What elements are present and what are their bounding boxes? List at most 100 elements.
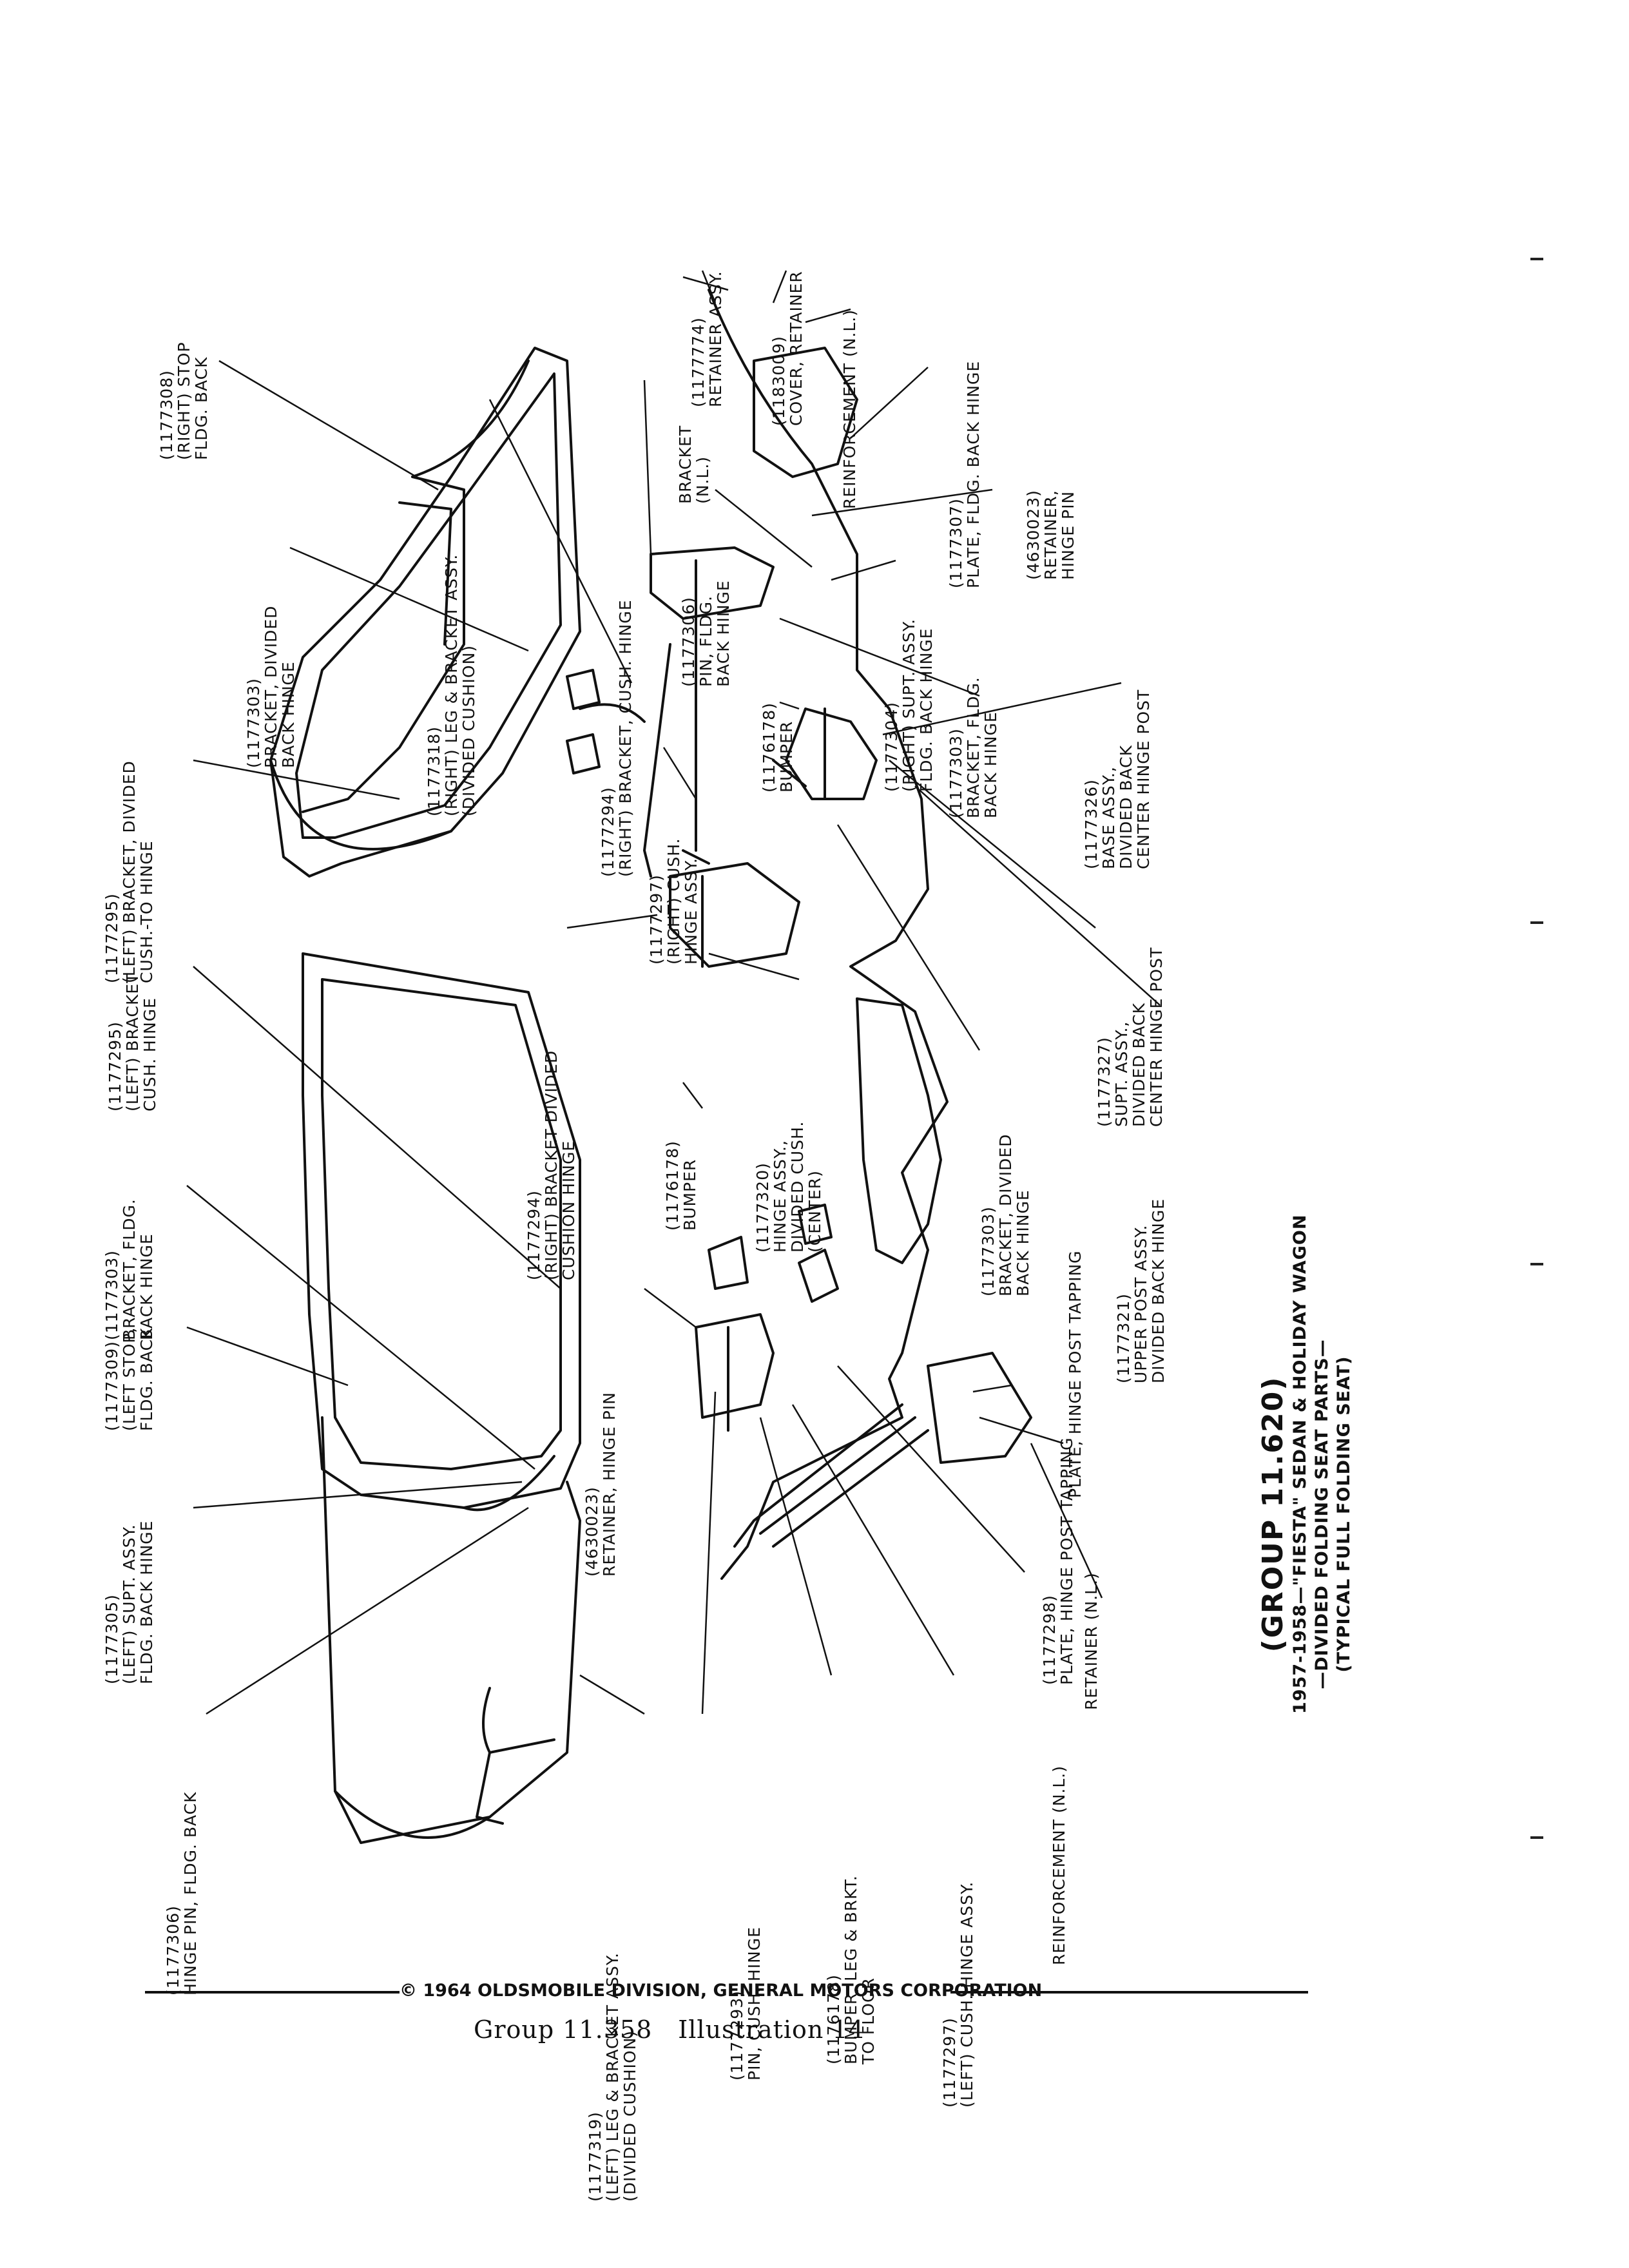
part-label-line: (N.L.)	[693, 456, 712, 504]
part-label: (1177309)(LEFT STOP,FLDG. BACK	[102, 1327, 156, 1432]
small-bracket-d	[566, 669, 601, 710]
part-label-line: (1177307)	[947, 498, 965, 588]
part-label-line: RETAINER,	[1041, 490, 1060, 580]
part-label-line: RETAINER (N.L.)	[1082, 1572, 1101, 1710]
part-label-line: (4630023)	[1024, 490, 1043, 580]
part-label: (1177321)UPPER POST ASSY.DIVIDED BACK HI…	[1114, 1198, 1168, 1383]
part-label: (1177304)(RIGHT) SUPT. ASSY.FLDG. BACK H…	[882, 618, 936, 792]
part-label-line: FLDG. BACK	[137, 1327, 156, 1432]
part-label-line: (1177303)	[979, 1206, 998, 1296]
part-label-line: (RIGHT) BRACKET DIVIDED	[542, 1050, 561, 1280]
part-label: REINFORCEMENT (N.L.)	[1050, 1765, 1068, 1965]
left-leg-bracket	[476, 1687, 555, 1825]
part-label-line: PLATE, FLDG. BACK HINGE	[964, 360, 983, 588]
part-label-line: PIN, FLDG.	[697, 595, 715, 687]
part-label-line: BRACKET, FLDG.	[120, 1198, 139, 1340]
right-seat-back	[269, 347, 581, 878]
part-label-line: COVER, RETAINER	[787, 271, 805, 426]
part-label-line: BRACKET, DIVIDED	[996, 1133, 1015, 1296]
part-label-line: DIVIDED CUSH.	[788, 1120, 807, 1253]
part-label-line: (RIGHT) LEG & BRACKET ASSY.	[442, 553, 461, 816]
part-label: REINFORCEMENT (N.L.)	[840, 309, 859, 509]
margin-tick	[1530, 258, 1543, 260]
part-label-line: (1177297)	[647, 874, 666, 965]
part-label: (1177293)PIN, CUSH. HINGE	[728, 1927, 764, 2081]
footer-rule-right	[950, 1991, 1308, 1994]
part-label-line: (1177293)	[728, 1990, 746, 2081]
part-label-line: RETAINER, HINGE PIN	[600, 1392, 619, 1577]
part-label-line: (RIGHT) SUPT. ASSY.	[900, 618, 918, 792]
part-label: (1177298)PLATE, HINGE POST TAPPING	[1040, 1437, 1076, 1685]
part-label-line: (1176178)	[760, 702, 778, 793]
part-label-line: REINFORCEMENT (N.L.)	[840, 309, 859, 509]
part-label-line: BUMPER	[680, 1158, 699, 1231]
right-hinge-plate	[753, 347, 858, 478]
part-label: (1177306)HINGE PIN, FLDG. BACK	[164, 1791, 200, 1995]
part-label-line: BUMPER	[777, 720, 796, 793]
left-seat-back-inner	[321, 978, 562, 1470]
part-label: (1177303)BRACKET, FLDG.BACK HINGE	[102, 1198, 156, 1340]
part-label-line: BACK HINGE	[714, 580, 733, 687]
margin-tick	[1530, 1263, 1543, 1265]
floor-rail	[733, 1403, 929, 1548]
part-label-line: (1177303)	[947, 728, 965, 818]
part-label-line: (RIGHT) BRACKET, CUSH. HINGE	[616, 599, 635, 877]
part-label-line: (LEFT) BRACKET	[123, 972, 142, 1111]
part-label-line: (1177308)	[157, 370, 176, 460]
cushion-link	[579, 643, 671, 878]
part-label-line: DIVIDED BACK	[1117, 744, 1135, 869]
part-label-line: (1177303)	[102, 1250, 121, 1340]
left-seat-cushion	[321, 1416, 581, 1844]
left-cushion-hinge	[695, 1313, 775, 1432]
part-label: (1177297)(RIGHT) CUSH.HINGE ASSY.	[647, 838, 700, 965]
title-line-1: 1957-1958—"FIESTA" SEDAN & HOLIDAY WAGON	[1290, 1214, 1310, 1714]
group-number: Group 11.358	[474, 2015, 653, 2044]
small-bracket-e	[566, 733, 601, 774]
part-label-line: CUSH. HINGE	[140, 997, 159, 1111]
part-label: BRACKET(N.L.)	[676, 425, 712, 504]
part-label-line: (RIGHT) STOP	[175, 341, 193, 460]
part-label-line: (1177295)	[106, 1021, 124, 1111]
part-label-line: (1177774)	[689, 317, 708, 407]
part-label-line: UPPER POST ASSY.	[1132, 1224, 1150, 1383]
part-label-line: BACK HINGE	[981, 711, 1000, 818]
part-label-line: (1177327)	[1095, 1037, 1113, 1127]
part-label-line: BRACKET	[676, 425, 695, 504]
part-label-line: (1177305)	[102, 1594, 121, 1684]
part-label: (1183009)COVER, RETAINER	[769, 271, 805, 426]
part-label-line: HINGE PIN, FLDG. BACK	[181, 1791, 200, 1995]
part-label-line: (1177294)	[599, 787, 617, 877]
part-label: RETAINER (N.L.)	[1082, 1572, 1101, 1710]
part-label-line: (LEFT) SUPT. ASSY.	[120, 1524, 139, 1684]
part-label-line: PLATE, HINGE POST TAPPING	[1057, 1437, 1076, 1685]
part-label: (4630023)RETAINER,HINGE PIN	[1024, 490, 1077, 580]
part-label-line: REINFORCEMENT (N.L.)	[1050, 1765, 1068, 1965]
part-label-line: FLDG. BACK HINGE	[137, 1520, 156, 1684]
group-title: (GROUP 11.620)	[1257, 1376, 1289, 1653]
part-label-line: HINGE ASSY.	[682, 858, 700, 965]
part-label: (1177318)(RIGHT) LEG & BRACKET ASSY.(DIV…	[425, 553, 478, 816]
title-lines: 1957-1958—"FIESTA" SEDAN & HOLIDAY WAGON…	[1289, 1214, 1355, 1714]
part-label-line: HINGE PIN	[1059, 490, 1077, 580]
part-label-line: SUPT. ASSY.,	[1112, 1021, 1131, 1127]
part-label-line: DIVIDED BACK	[1130, 1002, 1148, 1127]
part-label-line: (1177326)	[1082, 779, 1101, 869]
part-label: (4630023)RETAINER, HINGE PIN	[583, 1392, 619, 1577]
part-label: (1177306)PIN, FLDG.BACK HINGE	[679, 580, 733, 687]
part-label-line: FLDG. BACK HINGE	[917, 628, 936, 792]
title-line-2: —DIVIDED FOLDING SEAT PARTS—	[1312, 1339, 1332, 1689]
part-label-line: (CENTER)	[805, 1170, 824, 1253]
part-label-line: FLDG. BACK	[192, 356, 211, 461]
part-label-line: BASE ASSY.,	[1099, 766, 1118, 869]
footer-rule-left	[145, 1991, 400, 1994]
part-label-line: CUSHION HINGE	[559, 1140, 578, 1280]
